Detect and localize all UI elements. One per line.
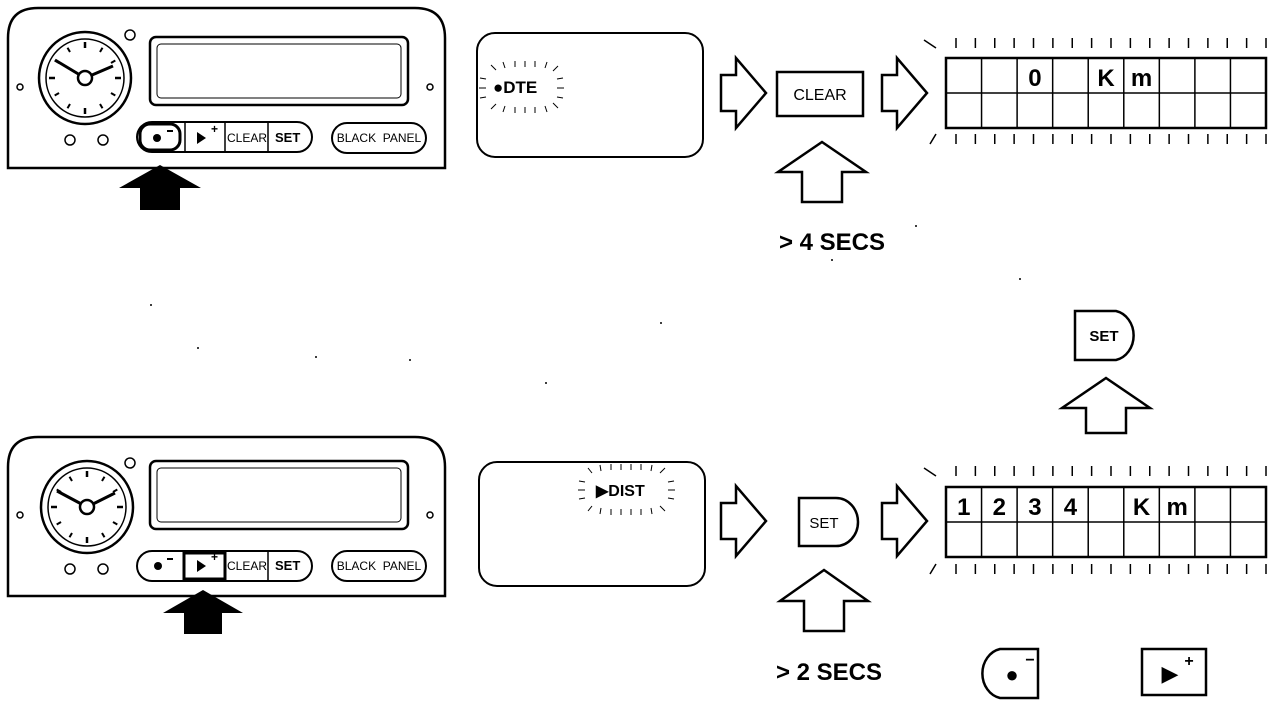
clock-tick xyxy=(101,532,106,538)
clear-button[interactable]: CLEAR xyxy=(227,559,267,573)
clock-tick xyxy=(68,532,73,538)
next-arrow-icon xyxy=(880,54,929,132)
display-character: 1 xyxy=(957,494,970,521)
radio-console-1: + CLEAR SET BLACK PANEL xyxy=(6,6,447,210)
black-panel-button[interactable] xyxy=(331,550,427,582)
clear-action-button[interactable]: CLEAR xyxy=(775,70,865,118)
adjust-minus-label: ● xyxy=(1005,662,1018,687)
clock-tick xyxy=(99,47,104,53)
flash-rays-icon xyxy=(479,61,564,113)
radio-display-window xyxy=(148,35,410,107)
confirm-set-button[interactable]: SET xyxy=(1073,309,1135,362)
clock-tick xyxy=(68,476,73,482)
clock-icon xyxy=(39,459,135,555)
clock-tick xyxy=(112,488,118,493)
flash-ray xyxy=(923,39,937,49)
display-character: m xyxy=(1166,494,1187,521)
flash-ray xyxy=(923,467,937,477)
adjust-plus-button[interactable]: ▶ + xyxy=(1140,647,1208,697)
up-arrow-icon xyxy=(776,568,872,633)
next-arrow-icon xyxy=(719,482,768,560)
clock-tick xyxy=(54,92,60,97)
set-button[interactable]: SET xyxy=(275,558,300,573)
up-arrow-icon xyxy=(773,140,871,204)
black-panel-button[interactable] xyxy=(331,122,427,154)
flash-rays-icon xyxy=(578,464,675,515)
adjust-plus-label: ▶ xyxy=(1162,661,1179,686)
display-character: K xyxy=(1097,65,1115,92)
hold-time-label: > 2 SECS xyxy=(776,659,882,686)
adjust-plus-sup: + xyxy=(1184,653,1193,670)
row-2-set-dist: + CLEAR SET BLACK PANEL ▶DIST xyxy=(6,309,1268,700)
radio-display-window xyxy=(148,459,410,531)
adjust-minus-sup: − xyxy=(1025,652,1034,669)
next-arrow-icon xyxy=(719,54,768,132)
radio-console-2: + CLEAR SET BLACK PANEL xyxy=(6,435,447,634)
set-action-button[interactable]: SET xyxy=(797,496,860,548)
set-action-label: SET xyxy=(809,515,838,532)
next-arrow-icon xyxy=(880,482,929,560)
dte-display-panel: ●DTE xyxy=(476,32,704,158)
clock-tick xyxy=(66,103,71,109)
scan-noise xyxy=(150,225,1021,384)
clock-tick xyxy=(66,47,71,53)
display-character: 2 xyxy=(993,494,1006,521)
hold-time-label: > 4 SECS xyxy=(779,229,885,256)
svg-text:+: + xyxy=(211,122,218,136)
plus-button[interactable]: + xyxy=(184,122,218,151)
row-1-clear-dte: + CLEAR SET BLACK PANEL xyxy=(6,6,1268,256)
up-arrow-icon xyxy=(1057,376,1155,435)
clock-tick xyxy=(56,521,62,526)
display-character: 4 xyxy=(1064,494,1078,521)
adjust-minus-button[interactable]: ● − xyxy=(981,647,1040,700)
black-panel-label: BLACK PANEL xyxy=(337,559,422,573)
press-arrow-icon xyxy=(119,165,201,210)
confirm-set-label: SET xyxy=(1089,328,1118,345)
display-character: 0 xyxy=(1028,65,1041,92)
clock-tick xyxy=(110,92,116,97)
minus-button[interactable] xyxy=(138,122,182,152)
flash-ray xyxy=(929,133,937,145)
minus-button[interactable] xyxy=(154,558,173,570)
display-character: m xyxy=(1131,65,1152,92)
dte-indicator: ●DTE xyxy=(493,78,537,97)
dist-display-panel: ▶DIST xyxy=(478,461,706,587)
clock-tick xyxy=(99,103,104,109)
plus-button[interactable]: + xyxy=(182,550,227,581)
clear-button[interactable]: CLEAR xyxy=(227,131,267,145)
clear-action-label: CLEAR xyxy=(793,87,846,104)
svg-text:+: + xyxy=(211,550,218,564)
black-panel-label: BLACK PANEL xyxy=(337,131,422,145)
flash-ray xyxy=(929,563,937,575)
set-button[interactable]: SET xyxy=(275,130,300,145)
press-arrow-icon xyxy=(163,590,243,634)
clock-tick xyxy=(101,476,106,482)
clock-icon xyxy=(37,30,133,126)
display-character: K xyxy=(1133,494,1151,521)
clock-tick xyxy=(110,59,116,64)
clock-tick xyxy=(112,521,118,526)
dist-indicator: ▶DIST xyxy=(595,483,645,500)
display-character: 3 xyxy=(1028,494,1041,521)
